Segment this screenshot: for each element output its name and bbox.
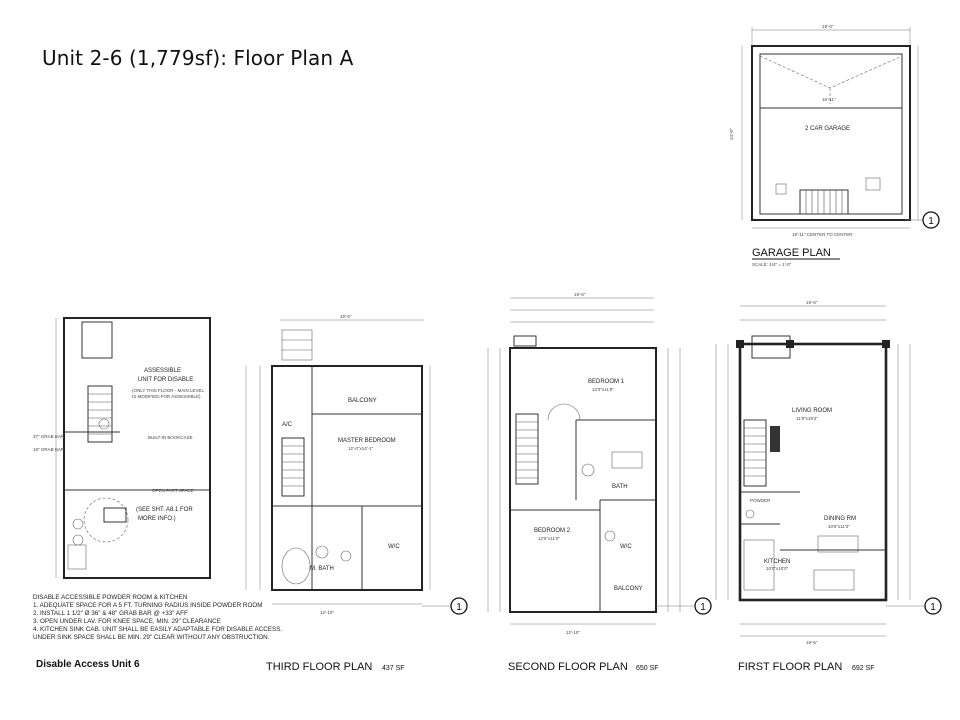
section-marker [450,597,468,615]
second-room-wc: W/C [620,544,632,550]
second-room-balcony: BALCONY [614,586,643,592]
third-marker-label: 1 [456,602,462,613]
disable-label-open-space: OPEN PART SPACE [152,488,194,493]
disable-note-2: 2. INSTALL 1 1/2" Ø 36" & 48" GRAB BAR @… [33,610,188,617]
disable-label-grab-18: 18" GRAB BAR [33,447,65,452]
svg-text:16'-11": 16'-11" [822,97,836,102]
second-size-bed1: 12'3"x11'9" [592,387,614,392]
disable-note-0: DISABLE ACCESSIBLE POWDER ROOM & KITCHEN [33,594,188,601]
third-room-master: MASTER BEDROOM [338,438,396,444]
second-room-bed1: BEDROOM 1 [588,379,625,385]
third-room-mbath: M. BATH [310,566,334,572]
garage-room-label: 2 CAR GARAGE [805,126,850,132]
second-floor-plan: 19'-6" BEDROOM 1 12'3"x11'9" BATH BEDROO… [487,292,712,673]
section-marker [924,597,942,615]
first-floor-plan: 19'-6" LIVING ROOM 11'8"x19'4" POWDER DI… [715,300,942,673]
first-size-kitchen: 10'0"x10'0" [766,566,789,571]
disable-note-1: 1. ADEQUATE SPACE FOR A 5 FT. TURNING RA… [33,602,263,609]
garage-marker-label: 1 [928,216,934,227]
footnote: Disable Access Unit 6 [36,659,140,670]
garage-dim-side: 24'-0" [729,128,734,140]
section-marker [694,597,712,615]
first-room-powder: POWDER [750,498,771,503]
svg-text:(ONLY THIS FLOOR - MAIN LEVEL: (ONLY THIS FLOOR - MAIN LEVEL [132,388,205,393]
third-room-balcony: BALCONY [348,398,377,404]
third-room-ac: A/C [282,422,293,428]
second-dim-bottom: 12'-10" [566,630,580,635]
garage-plan: 19'-0" 24'-0" 16'-11" 2 CAR GARAGE 19'-1… [729,24,940,267]
first-sf: 692 SF [852,665,875,672]
second-marker-label: 1 [700,602,706,613]
second-room-bed2: BEDROOM 2 [534,528,571,534]
first-size-dining: 10'5"x11'0" [828,524,850,529]
third-floor-plan: 19'-6" BALCONY MASTER BEDROOM 12'-0"x14'… [245,314,468,673]
third-dim-bottom: 12'-10" [320,610,334,615]
third-dim-top: 19'-6" [340,314,352,319]
first-room-living: LIVING ROOM [792,408,832,414]
first-dim-top: 19'-6" [806,300,818,305]
second-room-bath: BATH [612,484,628,490]
svg-text:IS MODIFIED FOR ASSESSIBLE): IS MODIFIED FOR ASSESSIBLE) [132,394,201,399]
garage-title: GARAGE PLAN [752,247,831,259]
first-marker-label: 1 [930,602,936,613]
disable-title-1: ASSESSIBLE [144,368,181,374]
second-dim-top: 19'-6" [574,292,586,297]
third-sf: 437 SF [382,665,405,672]
first-size-living: 11'8"x19'4" [796,416,818,421]
disable-label-grab-37: 37" GRAB BAR [33,434,65,439]
third-title: THIRD FLOOR PLAN [266,661,372,673]
garage-dim-top: 19'-0" [822,24,834,29]
garage-scale: SCALE: 1/4" = 1'-0" [752,262,792,267]
second-size-bed2: 12'5"x11'0" [538,536,560,541]
third-room-size: 12'-0"x14'-1" [348,446,374,451]
see-sheet-2: MORE INFO.) [138,516,176,522]
disable-note-3: 3. OPEN UNDER LAV. FOR KNEE SPACE, MIN. … [33,618,221,625]
disable-note-5: UNDER SINK SPACE SHALL BE MIN. 29" CLEAR… [33,634,270,641]
garage-dim-bottom: 19'-11" CENTER TO CENTER [792,232,853,237]
disable-note-4: 4. KITCHEN SINK CAB. UNIT SHALL BE EASIL… [33,626,282,633]
disable-access-plan: ASSESSIBLE UNIT FOR DISABLE (ONLY THIS F… [33,317,282,641]
slide-title: Unit 2-6 (1,779sf): Floor Plan A [42,46,354,70]
first-room-dining: DINING RM [824,516,856,522]
disable-label-bookcase: BUILT-IN BOOKCASE [148,435,193,440]
first-room-kitchen: KITCHEN [764,559,790,565]
second-sf: 650 SF [636,665,659,672]
section-marker [922,211,940,229]
first-dim-bottom: 19'-6" [806,640,818,645]
second-title: SECOND FLOOR PLAN [508,661,628,673]
first-title: FIRST FLOOR PLAN [738,661,842,673]
see-sheet-1: (SEE SHT. A8.1 FOR [136,507,193,513]
third-room-wc: W/C [388,544,400,550]
disable-title-2: UNIT FOR DISABLE [138,377,193,383]
